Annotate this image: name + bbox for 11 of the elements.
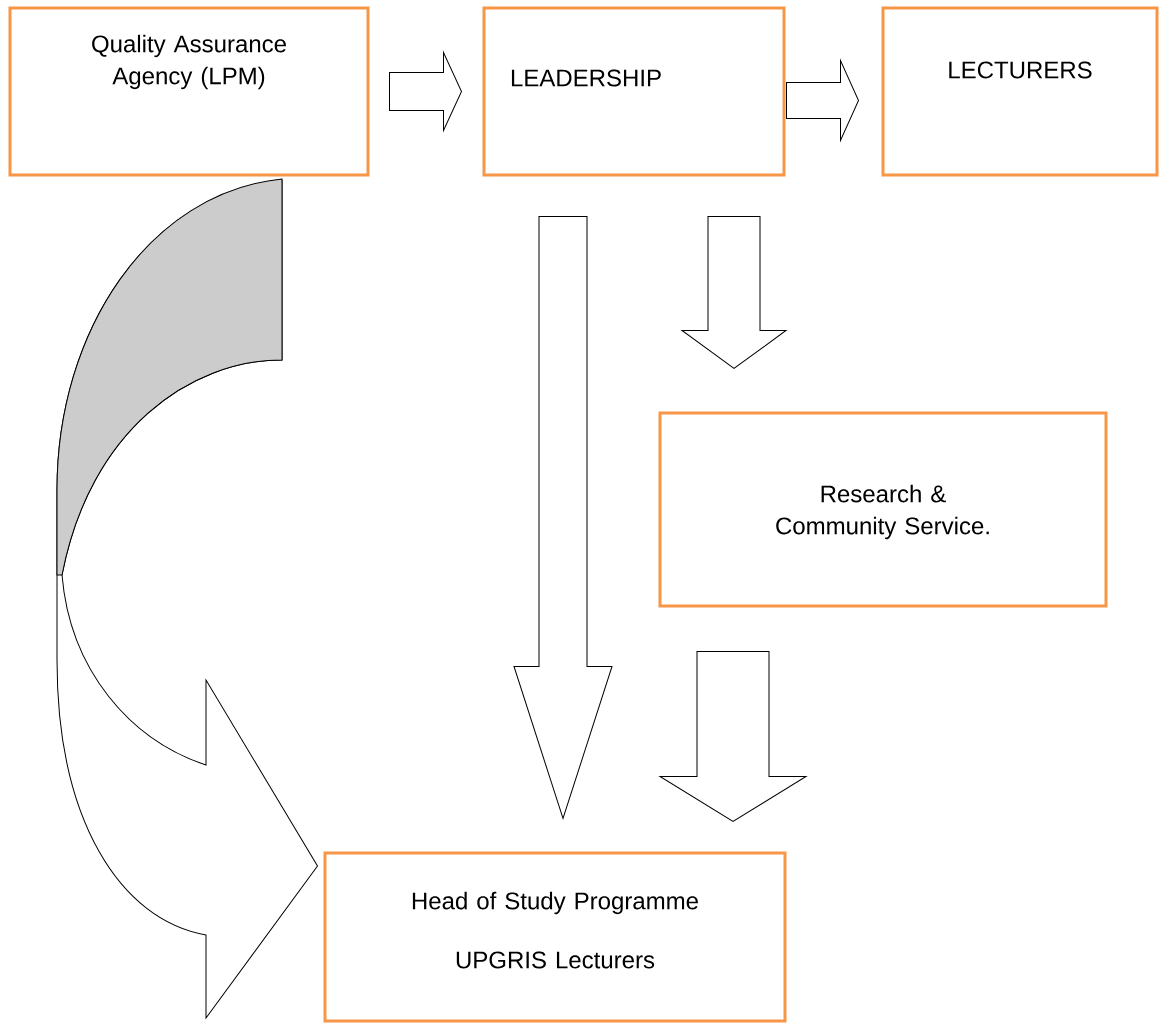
block-arrow (389, 52, 462, 131)
curved-arrow (56, 178, 318, 1019)
process-box: Research & Community Service. (658, 411, 1108, 608)
process-box: Quality Assurance Agency (LPM) (8, 6, 370, 177)
process-box: LECTURERS (881, 6, 1159, 177)
process-box: LEADERSHIP (482, 6, 786, 177)
block-arrow (659, 651, 807, 822)
process-box: Head of Study Programme UPGRIS Lecturers (323, 851, 787, 1023)
block-arrow (786, 60, 859, 141)
block-arrow (513, 216, 613, 819)
block-arrow (681, 216, 787, 369)
